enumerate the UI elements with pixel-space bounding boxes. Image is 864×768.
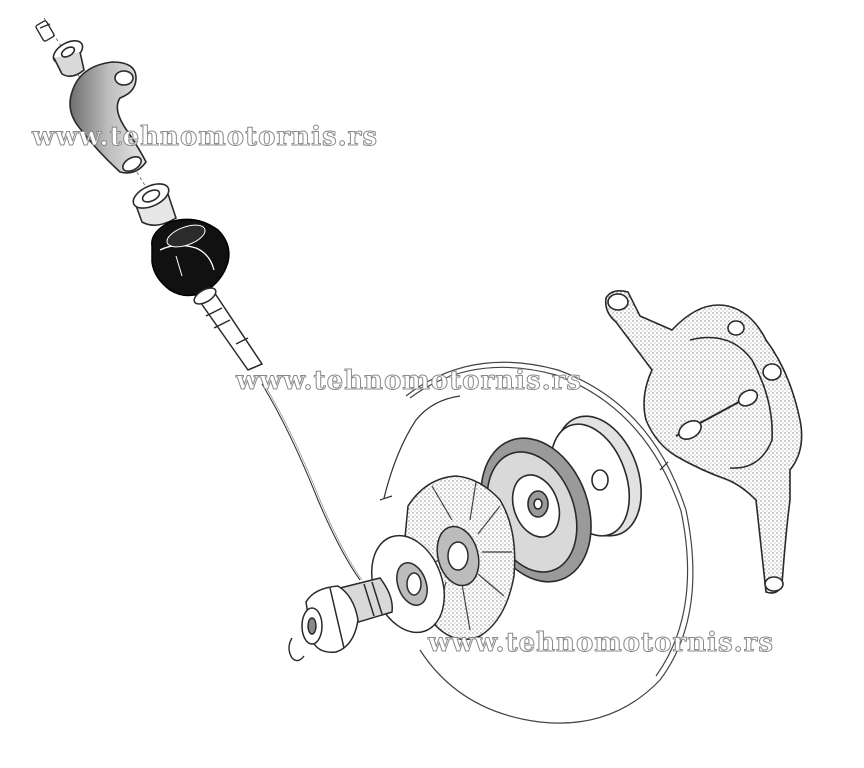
bracket-housing	[604, 290, 803, 594]
collar-bushing	[52, 40, 85, 78]
drum-rim	[405, 361, 694, 724]
hex-nut-sleeve	[301, 577, 393, 653]
threaded-shaft	[193, 287, 264, 371]
lever-arm	[69, 61, 147, 174]
watermark-bottom: www.tehnomotornis.rs	[428, 628, 774, 659]
circlip	[288, 637, 305, 662]
control-cable	[261, 383, 363, 581]
watermark-middle: www.tehnomotornis.rs	[236, 366, 582, 397]
watermark-top: www.tehnomotornis.rs	[32, 122, 378, 153]
adjuster-knob	[151, 218, 230, 297]
top-screw	[35, 20, 55, 42]
spacer-sleeve	[132, 183, 177, 226]
spring-clip	[379, 395, 461, 501]
